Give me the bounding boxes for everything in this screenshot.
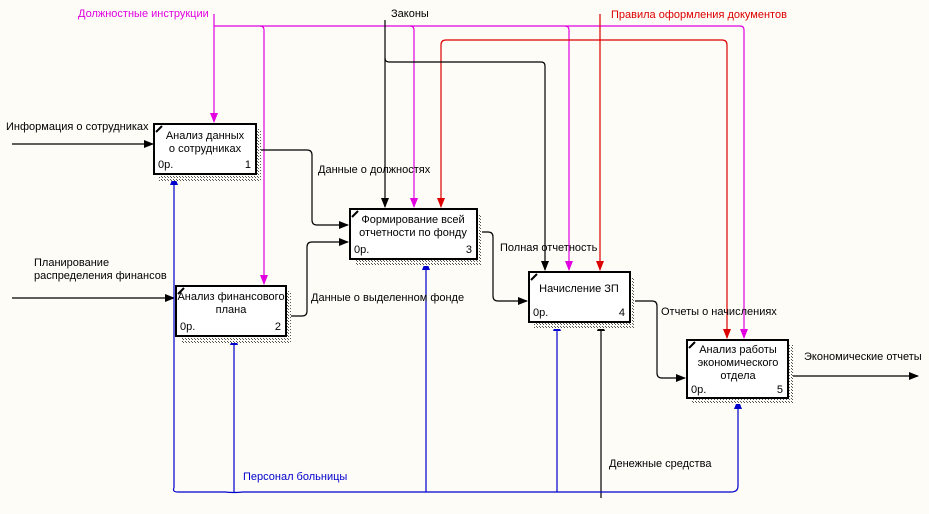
label-job-instructions: Должностные инструкции (78, 8, 209, 20)
label-money: Денежные средства (609, 458, 712, 470)
label-doc-rules: Правила оформления документов (611, 9, 787, 21)
label-finance-planning-1: Планирование (34, 257, 109, 269)
activity-box-3: Формирование всей отчетности по фонду 0р… (349, 208, 482, 266)
box-3-title-line-1: Формирование всей (361, 214, 464, 226)
mechanism-arrow-hospital-staff (170, 175, 742, 494)
activity-box-1: Анализ данных о сотрудниках 0р. 1 (153, 123, 261, 181)
flow-arrow-payroll-reports (630, 300, 686, 382)
box-1-title-line-2: о сотрудниках (169, 143, 242, 155)
box-2-title-line-2: плана (216, 304, 248, 316)
control-arrow-doc-rules (437, 14, 731, 339)
box-5-title-line-3: отдела (720, 370, 756, 382)
label-finance-planning-2: распределения финансов (34, 270, 167, 282)
box-1-title-line-1: Анализ данных (166, 130, 245, 142)
control-arrow-laws (381, 20, 549, 271)
flow-arrow-full-reporting (477, 231, 528, 305)
box-5-title-line-2: экономического (698, 357, 779, 369)
label-employee-info: Информация о сотрудниках (6, 121, 149, 133)
box-2-title-line-1: Анализ финансового (177, 291, 284, 303)
box-4-number: 4 (619, 307, 625, 319)
label-positions-data: Данные о должностях (318, 164, 431, 176)
box-4-cost: 0р. (533, 307, 548, 319)
label-full-reporting: Полная отчетность (500, 242, 598, 254)
label-allocated-fund-data: Данные о выделенном фонде (311, 292, 464, 304)
activity-box-4: Начисление ЗП 0р. 4 (528, 271, 635, 329)
box-3-title-line-2: отчетности по фонду (359, 227, 467, 239)
box-2-cost: 0р. (180, 321, 195, 333)
flow-arrow-positions-data (256, 149, 349, 229)
box-5-number: 5 (777, 384, 783, 396)
label-hospital-staff: Персонал больницы (243, 471, 347, 483)
activity-box-5: Анализ работы экономического отдела 0р. … (686, 339, 793, 404)
box-1-number: 1 (245, 159, 251, 171)
label-laws: Законы (391, 8, 429, 20)
box-4-title-line-1: Начисление ЗП (539, 283, 619, 295)
box-5-cost: 0р. (691, 384, 706, 396)
label-payroll-reports: Отчеты о начислениях (661, 306, 777, 318)
label-economic-reports: Экономические отчеты (804, 351, 922, 363)
control-arrow-job-instructions (210, 14, 748, 339)
box-1-cost: 0р. (158, 159, 173, 171)
activity-box-2: Анализ финансового плана 0р. 2 (175, 285, 291, 343)
box-3-number: 3 (466, 244, 472, 256)
flow-arrow-allocated-fund-data (286, 238, 349, 317)
box-3-cost: 0р. (354, 244, 369, 256)
box-5-title-line-1: Анализ работы (699, 344, 777, 356)
box-2-number: 2 (275, 321, 281, 333)
